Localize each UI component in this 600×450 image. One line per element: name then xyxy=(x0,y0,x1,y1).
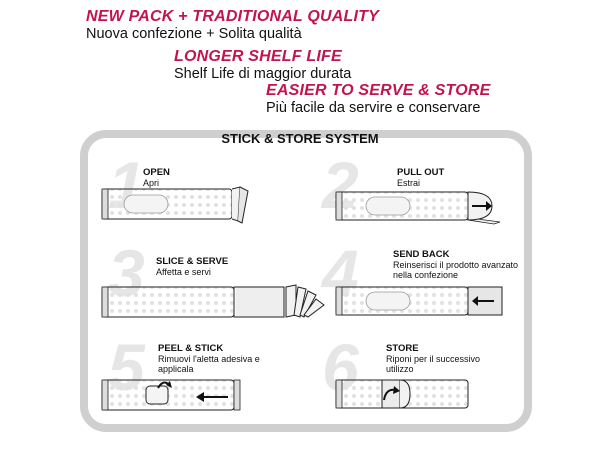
step-title-send-back: SEND BACK xyxy=(393,249,450,260)
subtitle-serve-store: Più facile da servire e conservare xyxy=(266,100,481,116)
panel-title: STICK & STORE SYSTEM xyxy=(221,131,379,146)
subtitle-shelf-life: Shelf Life di maggior durata xyxy=(174,66,352,82)
arrow-left-icon xyxy=(472,296,494,306)
step-3-pack-illustration xyxy=(101,284,325,318)
arrow-right-icon xyxy=(472,201,492,211)
headline-serve-store: EASIER TO SERVE & STORE xyxy=(266,82,491,99)
step-desc-store: Riponi per il successivo utilizzo xyxy=(386,354,481,374)
step-desc-slice-serve: Affetta e servi xyxy=(156,267,211,277)
curved-arrow-icon xyxy=(383,386,400,401)
step-title-slice-serve: SLICE & SERVE xyxy=(156,256,229,267)
step-desc-pull-out: Estrai xyxy=(397,178,421,188)
step-desc-peel-stick: Rimuovi l'aletta adesiva e applicala xyxy=(158,354,260,374)
step-title-pull-out: PULL OUT xyxy=(397,167,445,178)
step-title-store: STORE xyxy=(386,343,419,354)
curved-arrow-icon xyxy=(157,381,172,389)
headline-shelf-life: LONGER SHELF LIFE xyxy=(174,48,342,65)
arrow-left-icon xyxy=(196,392,228,402)
step-4-pack-illustration xyxy=(335,286,503,316)
step-title-peel-stick: PEEL & STICK xyxy=(158,343,224,354)
step-desc-open: Apri xyxy=(143,178,160,188)
step-1-pack-illustration xyxy=(101,186,249,224)
step-title-open: OPEN xyxy=(143,167,170,178)
subtitle-new-pack: Nuova confezione + Solita qualità xyxy=(86,26,302,42)
step-5-pack-illustration xyxy=(101,379,241,411)
step-desc-send-back: Reinserisci il prodotto avanzato nella c… xyxy=(393,260,519,280)
step-6-pack-illustration xyxy=(335,379,469,409)
step-2-pack-illustration xyxy=(335,191,501,225)
headline-new-pack: NEW PACK + TRADITIONAL QUALITY xyxy=(86,8,379,25)
